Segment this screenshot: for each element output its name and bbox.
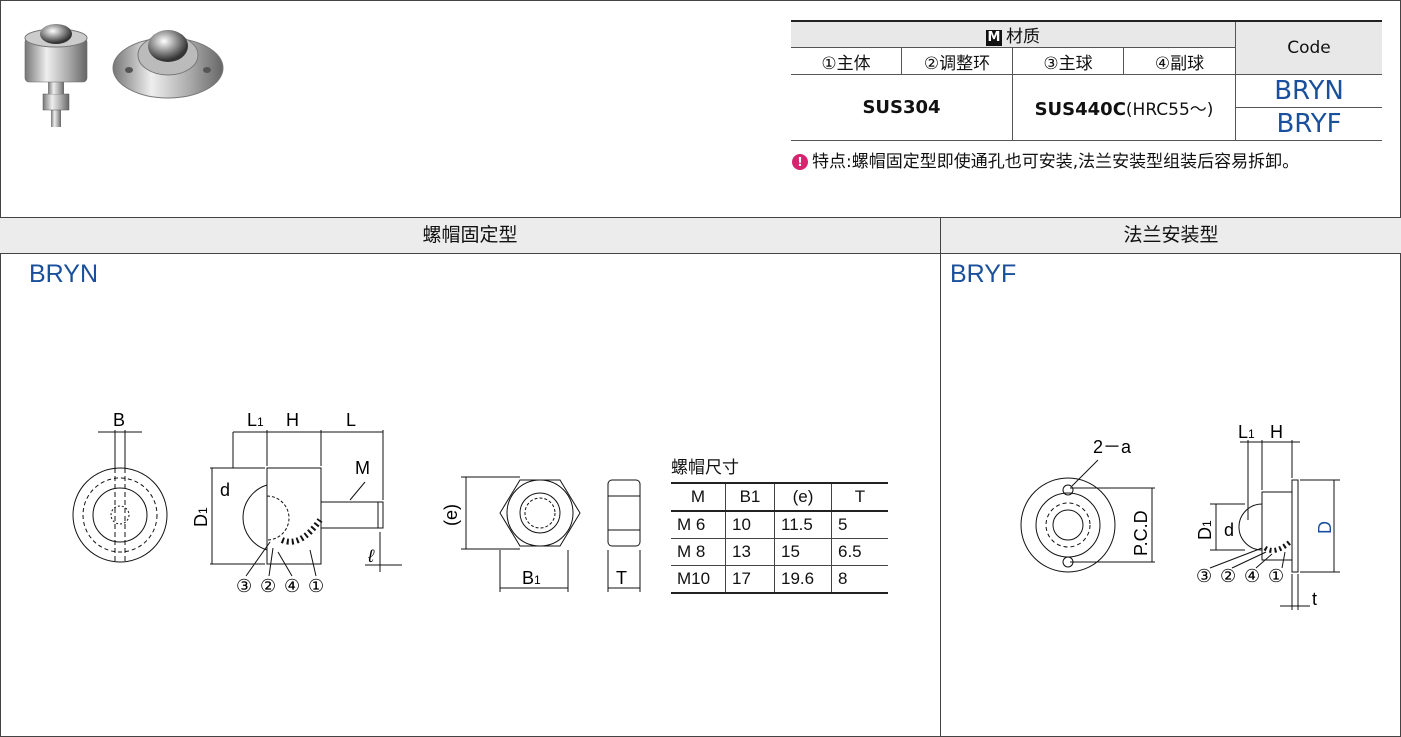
bryn-photo — [24, 24, 88, 127]
material-header-label: 材质 — [1006, 27, 1040, 47]
cell: M10 — [671, 565, 726, 594]
part-label-1: ① — [308, 576, 324, 596]
bryf-dim-holes: 2－a — [1093, 437, 1132, 457]
cell: 8 — [831, 565, 888, 594]
ball-hardness: (HRC55～) — [1125, 100, 1214, 120]
model-bryn: BRYN — [29, 260, 99, 288]
part-label-2: ② — [260, 576, 276, 596]
table-row: M10 17 19.6 8 — [671, 565, 888, 594]
nut-size-table: M B1 (e) T M 6 10 11.5 5 M 8 13 15 6.5 M… — [671, 482, 888, 594]
cell: 15 — [774, 538, 832, 566]
part-label-3: ③ — [236, 576, 252, 596]
code-header: Code — [1235, 20, 1382, 75]
dim-t: T — [616, 568, 627, 588]
dim-ell: ℓ — [367, 546, 375, 566]
dim-e: (e) — [441, 504, 461, 526]
dim-d: d — [220, 480, 230, 500]
section-nut-fixed-title: 螺帽固定型 — [0, 217, 940, 254]
bryf-dim-pcd: P.C.D — [1131, 510, 1151, 556]
section-flange-title: 法兰安装型 — [941, 217, 1401, 254]
nut-col-t: T — [831, 482, 888, 512]
table-row: M 6 10 11.5 5 — [671, 511, 888, 539]
bryf-part-label-3: ③ — [1196, 566, 1212, 586]
product-photos — [24, 24, 224, 127]
code-bryn[interactable]: BRYN — [1235, 74, 1382, 108]
part-adjust-ring: ②调整环 — [901, 47, 1013, 75]
nut-col-m: M — [671, 482, 726, 512]
part-body: ①主体 — [791, 47, 902, 75]
cell: 11.5 — [774, 511, 832, 539]
cell: 10 — [725, 511, 775, 539]
dim-m: M — [355, 458, 370, 478]
cell: 13 — [725, 538, 775, 566]
bryf-part-label-4: ④ — [1244, 566, 1260, 586]
nut-col-b1: B1 — [725, 482, 775, 512]
nut-col-e: (e) — [774, 482, 832, 512]
feature-text: 特点:螺帽固定型即使通孔也可安装,法兰安装型组装后容易拆卸。 — [812, 152, 1300, 172]
cell: M 6 — [671, 511, 726, 539]
bryf-part-label-1: ① — [1268, 566, 1284, 586]
dim-b1: B1 — [522, 568, 541, 588]
bryf-dim-t: t — [1312, 589, 1317, 609]
cell: 6.5 — [831, 538, 888, 566]
warning-icon: ! — [792, 154, 808, 170]
cell: M 8 — [671, 538, 726, 566]
dim-h: H — [286, 410, 299, 430]
bryf-dim-h: H — [1270, 422, 1283, 442]
part-label-4: ④ — [284, 576, 300, 596]
nut-table-title: 螺帽尺寸 — [671, 458, 739, 478]
feature-note: !特点:螺帽固定型即使通孔也可安装,法兰安装型组装后容易拆卸。 — [792, 147, 1299, 172]
table-row: M 8 13 15 6.5 — [671, 538, 888, 566]
part-sub-ball: ④副球 — [1123, 47, 1236, 75]
cell: 17 — [725, 565, 775, 594]
bryf-dim-d1: D1 — [1195, 520, 1215, 540]
cell: 19.6 — [774, 565, 832, 594]
dim-d1: D1 — [191, 507, 211, 527]
bryf-dim-d: d — [1224, 520, 1234, 540]
part-main-ball: ③主球 — [1012, 47, 1124, 75]
body-material: SUS304 — [791, 74, 1013, 141]
bryn-drawing: B L1 H L M d D1 ℓ ③ ② ④ ① (e) B1 T — [72, 410, 641, 596]
ball-material-grade: SUS440C — [1034, 99, 1126, 120]
dim-l: L — [346, 410, 356, 430]
material-icon: M — [986, 30, 1002, 46]
model-bryf: BRYF — [950, 260, 1017, 288]
bryf-drawing: 2－a P.C.D L1 H D1 d D t ③ ② ④ ① — [1020, 422, 1340, 610]
cell: 5 — [831, 511, 888, 539]
bryf-dim-outer-d: D — [1315, 521, 1335, 534]
ball-material: SUS440C(HRC55～) — [1012, 74, 1236, 141]
section-divider — [940, 217, 941, 737]
bryf-photo — [112, 30, 224, 99]
dim-b: B — [113, 410, 125, 430]
code-bryf[interactable]: BRYF — [1235, 107, 1382, 141]
dim-l1: L1 — [247, 410, 264, 430]
bryf-part-label-2: ② — [1220, 566, 1236, 586]
bryf-dim-l1: L1 — [1238, 422, 1255, 442]
